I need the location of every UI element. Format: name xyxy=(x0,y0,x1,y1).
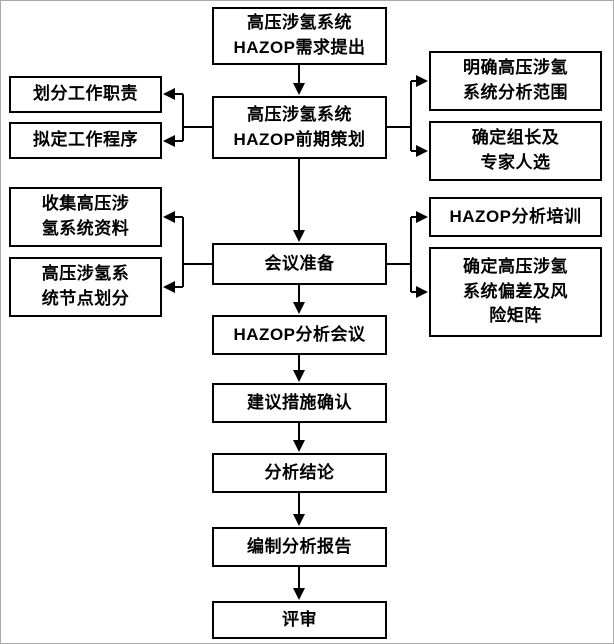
flow-node-hazop-preplanning: 高压涉氢系统 HAZOP前期策划 xyxy=(212,96,387,159)
flow-node-meeting-preparation: 会议准备 xyxy=(212,243,387,285)
flow-node-review: 评审 xyxy=(212,601,387,639)
flow-node-work-responsibilities: 划分工作职责 xyxy=(9,76,162,113)
flow-node-work-procedures: 拟定工作程序 xyxy=(9,122,162,159)
flow-node-node-division: 高压涉氢系 统节点划分 xyxy=(9,257,162,317)
flow-node-analysis-scope: 明确高压涉氢 系统分析范围 xyxy=(429,51,602,111)
flow-node-report-compilation: 编制分析报告 xyxy=(212,527,387,567)
flow-node-analysis-meeting: HAZOP分析会议 xyxy=(212,315,387,355)
flow-node-hazop-requirement: 高压涉氢系统 HAZOP需求提出 xyxy=(212,7,387,65)
flow-node-leader-and-experts: 确定组长及 专家人选 xyxy=(429,121,602,181)
flow-node-hazop-training: HAZOP分析培训 xyxy=(429,197,602,237)
flow-node-deviation-risk-matrix: 确定高压涉氢 系统偏差及风 险矩阵 xyxy=(429,247,602,337)
flow-node-measures-confirmation: 建议措施确认 xyxy=(212,383,387,423)
flow-node-analysis-conclusion: 分析结论 xyxy=(212,453,387,493)
flow-node-collect-system-data: 收集高压涉 氢系统资料 xyxy=(9,187,162,247)
